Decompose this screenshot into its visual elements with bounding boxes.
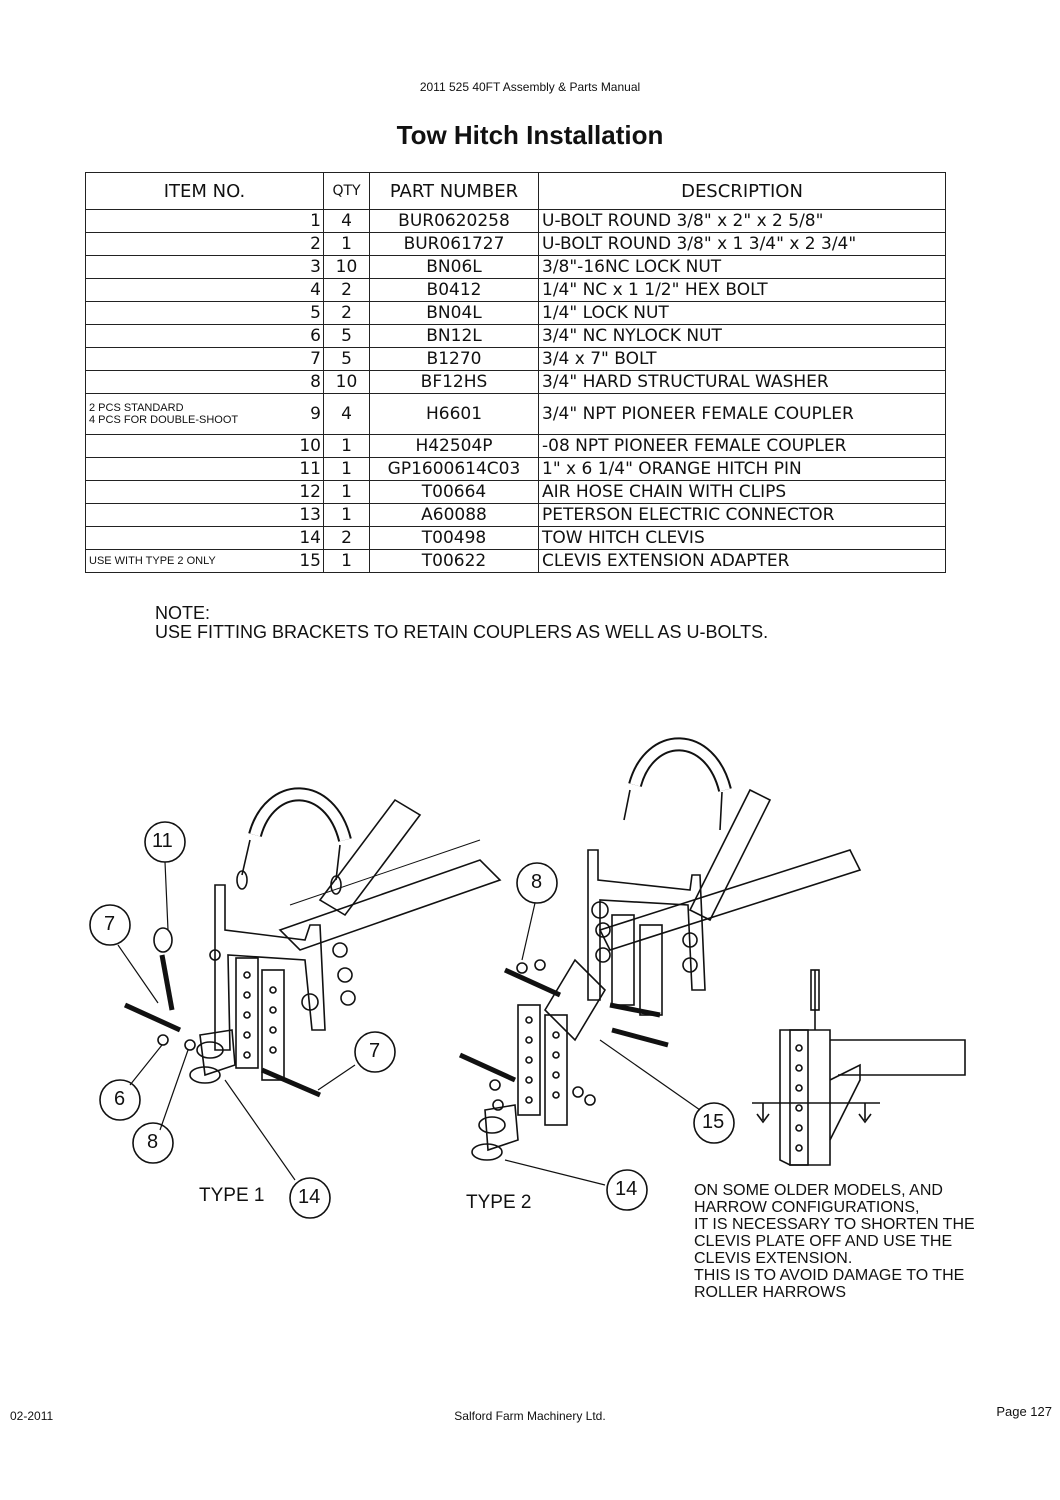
type2-label: TYPE 2 bbox=[466, 1192, 532, 1213]
qty-cell: 1 bbox=[323, 480, 370, 504]
note-text: USE FITTING BRACKETS TO RETAIN COUPLERS … bbox=[155, 622, 769, 642]
qty-cell: 4 bbox=[323, 393, 370, 435]
description-cell: U-BOLT ROUND 3/8" x 1 3/4" x 2 3/4" bbox=[538, 232, 946, 256]
item-cell: 14 bbox=[85, 526, 324, 550]
part-number-cell: T00622 bbox=[369, 549, 539, 573]
type2-assembly bbox=[458, 737, 862, 1211]
item-cell: USE WITH TYPE 2 ONLY 15 bbox=[85, 549, 324, 573]
item-cell: 10 bbox=[85, 434, 324, 458]
item-number: 2 bbox=[310, 234, 321, 254]
callout-8: 8 bbox=[147, 1131, 159, 1153]
callout-8: 8 bbox=[531, 871, 543, 893]
table-header-row: ITEM NO. QTY PART NUMBER DESCRIPTION bbox=[85, 172, 946, 210]
col-header-desc: DESCRIPTION bbox=[538, 172, 946, 210]
page-title: Tow Hitch Installation bbox=[396, 120, 664, 150]
item-number: 3 bbox=[310, 257, 321, 277]
part-number-cell: BN04L bbox=[369, 301, 539, 325]
item-number: 11 bbox=[299, 459, 321, 479]
item-number: 12 bbox=[299, 482, 321, 502]
part-number-cell: H6601 bbox=[369, 393, 539, 435]
callout-14: 14 bbox=[298, 1186, 321, 1208]
item-number: 8 bbox=[310, 372, 321, 392]
part-number-cell: T00664 bbox=[369, 480, 539, 504]
item-number: 9 bbox=[310, 404, 321, 424]
type1-label: TYPE 1 bbox=[199, 1185, 265, 1206]
callout-14: 14 bbox=[615, 1178, 638, 1200]
document-header: 2011 525 40FT Assembly & Parts Manual bbox=[419, 80, 641, 94]
description-cell: CLEVIS EXTENSION ADAPTER bbox=[538, 549, 946, 573]
item-number: 5 bbox=[310, 303, 321, 323]
qty-cell: 4 bbox=[323, 209, 370, 233]
footer-date: 02-2011 bbox=[10, 1409, 54, 1423]
callout-15: 15 bbox=[702, 1111, 725, 1133]
part-number-cell: GP1600614C03 bbox=[369, 457, 539, 481]
side-detail-view bbox=[752, 969, 966, 1166]
item-number: 7 bbox=[310, 349, 321, 369]
item-cell: 7 bbox=[85, 347, 324, 371]
item-number: 14 bbox=[299, 528, 321, 548]
footer-company: Salford Farm Machinery Ltd. bbox=[454, 1409, 606, 1423]
item-number: 10 bbox=[299, 436, 321, 456]
item-number: 4 bbox=[310, 280, 321, 300]
description-cell: 1/4" NC x 1 1/2" HEX BOLT bbox=[538, 278, 946, 302]
qty-cell: 2 bbox=[323, 278, 370, 302]
description-cell: TOW HITCH CLEVIS bbox=[538, 526, 946, 550]
callout-7: 7 bbox=[369, 1040, 381, 1062]
item-note: USE WITH TYPE 2 ONLY bbox=[89, 555, 216, 567]
side-note: ON SOME OLDER MODELS, AND HARROW CONFIGU… bbox=[694, 1182, 975, 1301]
qty-cell: 1 bbox=[323, 457, 370, 481]
callout-11: 11 bbox=[152, 830, 173, 852]
part-number-cell: H42504P bbox=[369, 434, 539, 458]
item-number: 15 bbox=[299, 551, 321, 571]
part-number-cell: BN12L bbox=[369, 324, 539, 348]
callout-6: 6 bbox=[114, 1088, 126, 1110]
item-cell: 2 PCS STANDARD 4 PCS FOR DOUBLE-SHOOT 9 bbox=[85, 393, 324, 435]
type1-assembly bbox=[89, 787, 502, 1219]
description-cell: AIR HOSE CHAIN WITH CLIPS bbox=[538, 480, 946, 504]
footer-page-number: Page 127 bbox=[996, 1404, 1052, 1419]
part-number-cell: T00498 bbox=[369, 526, 539, 550]
item-note: 2 PCS STANDARD 4 PCS FOR DOUBLE-SHOOT bbox=[89, 402, 239, 426]
qty-cell: 2 bbox=[323, 301, 370, 325]
callout-7: 7 bbox=[104, 913, 116, 935]
item-number: 6 bbox=[310, 326, 321, 346]
qty-cell: 1 bbox=[323, 549, 370, 573]
installation-note: NOTE: USE FITTING BRACKETS TO RETAIN COU… bbox=[155, 604, 768, 642]
qty-cell: 10 bbox=[323, 370, 370, 394]
item-number: 1 bbox=[310, 211, 321, 231]
item-number: 13 bbox=[299, 505, 321, 525]
note-heading: NOTE: bbox=[155, 603, 211, 623]
